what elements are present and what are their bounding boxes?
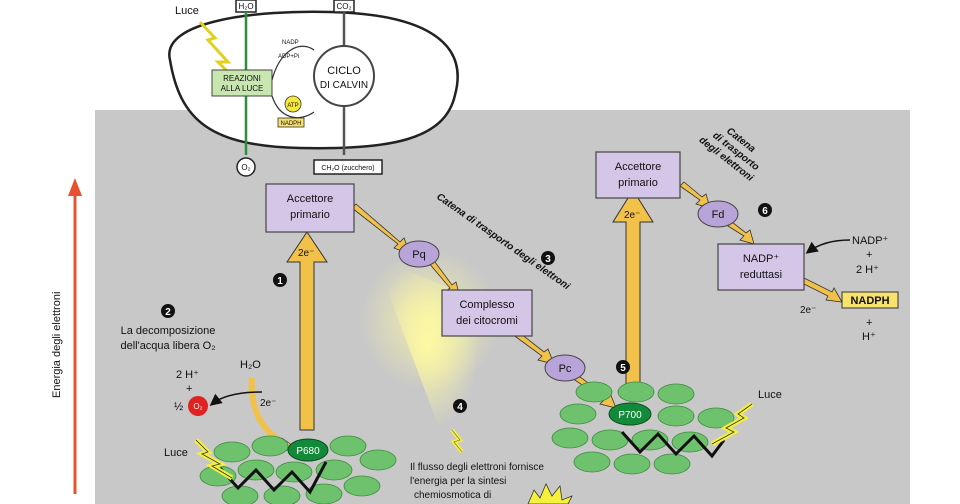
two-e-nadp: 2e⁻ (800, 305, 816, 316)
o2-molecule-label: O₂ (193, 402, 202, 411)
nadp-reductase-line2: reduttasi (740, 269, 782, 281)
plastoquinone: Pq (398, 240, 440, 268)
step-5: 5 (620, 363, 626, 374)
step-1: 1 (277, 276, 283, 287)
fd-label: Fd (712, 209, 725, 221)
top-light-label: Luce (175, 5, 199, 17)
o2-output (236, 157, 256, 177)
h-plus-right: H⁺ (862, 331, 876, 343)
photosystem-1: P700 (551, 381, 735, 475)
atp-burst (527, 483, 573, 504)
step-2: 2 (165, 307, 171, 318)
calvin-cycle (313, 45, 375, 107)
acceptor2-line2: primario (618, 177, 658, 189)
nadph-label: NADPH (850, 295, 889, 307)
half-label: ½ (174, 401, 183, 413)
p680-label: P680 (296, 446, 320, 457)
calvin-line1: CICLO (327, 65, 361, 77)
light-right-bolt-outline (711, 403, 753, 445)
step-4: 4 (457, 402, 463, 413)
chain-arrow-fd-reductase (727, 221, 755, 245)
step-3: 3 (545, 254, 551, 265)
two-h-right: 2 H⁺ (856, 264, 879, 276)
top-atp-burst (284, 95, 302, 113)
plus-right-2: + (866, 317, 872, 329)
top-nadph-box (277, 117, 305, 128)
chloroplast-overview: H₂O CO₂ Luce REAZIONI ALLA LUCE CICLO DI… (168, 0, 459, 177)
top-adp: ADP+Pi (278, 54, 299, 60)
top-nadp: NADP (282, 40, 299, 46)
ps2-excitation-arrow (286, 231, 328, 431)
flow-text-line2: l'energia per la sintesi (410, 476, 506, 487)
nadp-reductase: NADP⁺ reduttasi (717, 243, 805, 291)
light-left-label: Luce (164, 447, 188, 459)
step-6: 6 (762, 206, 768, 217)
flow-text-line1: Il flusso degli elettroni fornisce (410, 462, 544, 473)
chain-arrow-acceptor2-fd (679, 181, 711, 209)
o2-release-arrow (209, 391, 263, 406)
energy-axis: Energia degli elettroni (51, 178, 82, 494)
calvin-line2: DI CALVIN (320, 80, 368, 91)
two-e-ps1: 2e⁻ (624, 210, 640, 221)
cytochrome-line1: Complesso (459, 299, 514, 311)
o2-molecule (188, 396, 208, 416)
sugar-output (313, 159, 383, 175)
pq-label: Pq (412, 249, 425, 261)
nadp-curve-arrow (805, 239, 851, 254)
ps2-energy-zigzag (218, 461, 328, 495)
water-split-line1: La decomposizione (121, 325, 216, 337)
two-e-water: 2e⁻ (260, 398, 276, 409)
top-light-bolt (198, 20, 238, 82)
light-left-bolt-outline (195, 439, 233, 479)
h2o-input-label: H₂O (238, 2, 253, 11)
pc-label: Pc (559, 363, 572, 375)
atp-mini-bolt-outline (451, 429, 463, 453)
light-reactions-box (211, 69, 273, 97)
two-e-ps2: 2e⁻ (298, 248, 314, 259)
plus-left: + (186, 383, 192, 395)
light-reactions-line2: ALLA LUCE (221, 84, 264, 93)
nadph-product: NADPH (841, 291, 899, 309)
o2-output-label: O₂ (241, 163, 250, 172)
atp-glow (360, 250, 500, 390)
p700-center (608, 402, 652, 426)
top-cofactor-loop (271, 45, 315, 119)
primary-acceptor-ps2: Accettore primario (265, 183, 355, 233)
plastocyanin: Pc (544, 354, 586, 382)
cytochrome-complex: Complesso dei citocromi (441, 289, 533, 337)
light-right-label: Luce (758, 389, 782, 401)
ps1-excitation-arrow (612, 189, 654, 387)
co2-input-label: CO₂ (336, 2, 351, 11)
flow-text-line3: chemiosmotica di (414, 490, 491, 501)
chain-arrow-to-nadph (799, 277, 843, 303)
p680-center (287, 438, 329, 462)
primary-acceptor-ps1: Accettore primario (595, 151, 681, 199)
energy-axis-arrowhead (68, 178, 82, 196)
light-reactions-line1: REAZIONI (223, 74, 261, 83)
nadp-plus-label: NADP⁺ (852, 235, 889, 247)
electron-flow (209, 181, 851, 453)
plus-right-1: + (866, 249, 872, 261)
p700-label: P700 (618, 410, 642, 421)
ps1-energy-zigzag (620, 430, 726, 459)
step-markers: 1 2 3 4 5 6 (161, 203, 772, 413)
top-atp: ATP (287, 103, 298, 109)
nadp-reductase-line1: NADP⁺ (743, 253, 780, 265)
ferredoxin: Fd (697, 200, 739, 228)
acceptor2-line1: Accettore (615, 161, 661, 173)
sugar-output-label: CH₂O (zucchero) (321, 165, 374, 172)
energy-axis-label: Energia degli elettroni (51, 292, 63, 398)
h2o-label: H₂O (240, 359, 261, 371)
cytochrome-line2: dei citocromi (456, 315, 518, 327)
acceptor1-line1: Accettore (287, 193, 333, 205)
acceptor1-line2: primario (290, 209, 330, 221)
water-split-line2: dell'acqua libera O₂ (120, 340, 215, 352)
top-nadph: NADPH (280, 121, 301, 127)
two-h-left: 2 H⁺ (176, 369, 199, 381)
